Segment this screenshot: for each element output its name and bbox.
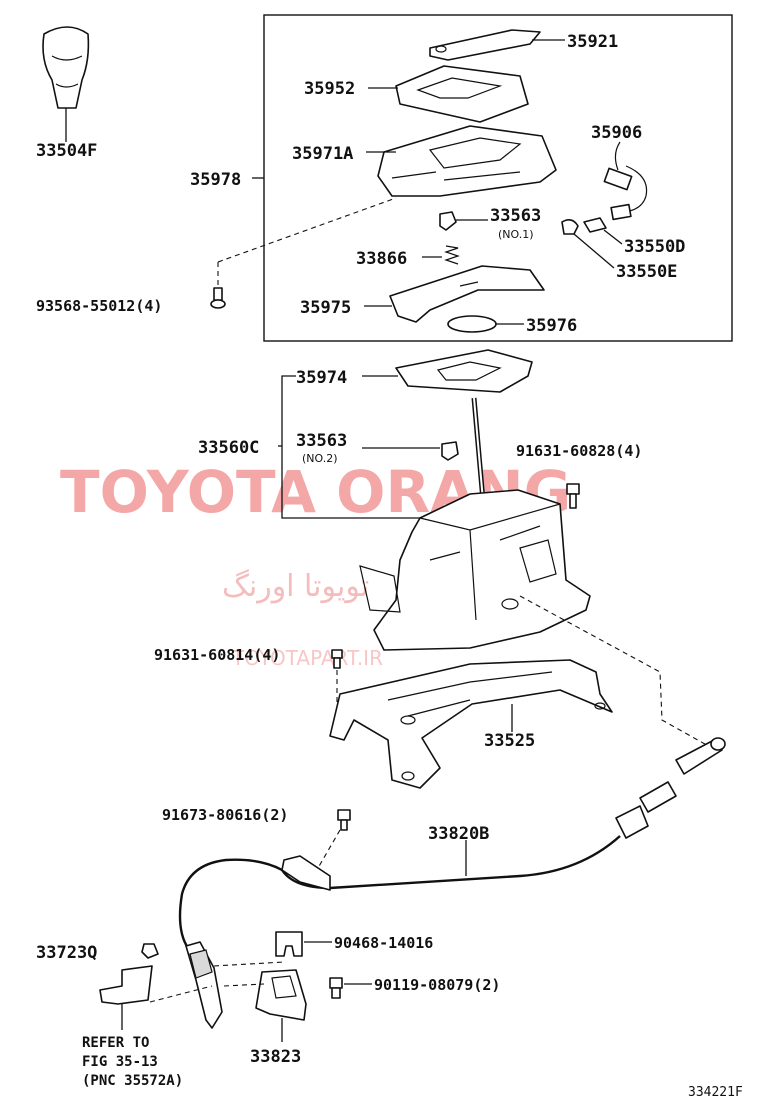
clip-90468-14016 — [213, 931, 332, 967]
label-33550D: 33550D — [624, 237, 685, 257]
label-33723Q: 33723Q — [36, 943, 97, 963]
label-33504F: 33504F — [36, 141, 97, 161]
label-35971A: 35971A — [292, 144, 353, 164]
pin-33563-no2 — [362, 441, 459, 461]
bulb-33550D — [583, 217, 623, 245]
cover-35975 — [364, 265, 545, 323]
spring-33866 — [422, 245, 460, 265]
indicator-housing-35971A — [366, 125, 557, 197]
label-33563-no2-sub: (NO.2) — [302, 452, 338, 465]
label-33820B: 33820B — [428, 824, 489, 844]
pad-35976 — [447, 315, 524, 333]
screw-93568 — [210, 197, 397, 309]
label-35974: 35974 — [296, 368, 347, 388]
bracket-33823 — [223, 969, 307, 1042]
label-93568: 93568-55012(4) — [36, 297, 162, 315]
bracket-33560C — [278, 375, 420, 519]
figure-code: 334221F — [688, 1085, 743, 1100]
refer-line1: REFER TO — [82, 1035, 149, 1051]
label-90119-08079: 90119-08079(2) — [374, 976, 500, 994]
reference-bracket — [99, 965, 213, 1030]
label-33525: 33525 — [484, 731, 535, 751]
shift-lever-housing — [359, 489, 591, 651]
indicator-cover-35921 — [429, 29, 565, 61]
control-cable-33820B — [178, 737, 726, 1029]
bulb-socket-33550E — [561, 218, 615, 269]
label-90468-14016: 90468-14016 — [334, 934, 433, 952]
bolt-91631-60814 — [331, 649, 343, 720]
label-35952: 35952 — [304, 79, 355, 99]
shift-knob — [42, 26, 90, 142]
cable-mount-bracket — [281, 855, 331, 891]
refer-line2: FIG 35-13 — [82, 1054, 158, 1070]
label-91673-80616: 91673-80616(2) — [162, 806, 288, 824]
label-35906: 35906 — [591, 123, 642, 143]
bolt-91673-80616 — [317, 809, 351, 869]
plate-35974 — [362, 349, 533, 393]
base-bracket-33525 — [329, 659, 613, 789]
label-35921: 35921 — [567, 32, 618, 52]
refer-line3: (PNC 35572A) — [82, 1073, 183, 1089]
watermark-url: TOYOTAPART.IR — [231, 646, 383, 670]
label-33560C: 33560C — [198, 438, 259, 458]
label-91631-60828: 91631-60828(4) — [516, 442, 642, 460]
wire-harness-35906 — [603, 141, 648, 221]
bolt-90119-08079 — [329, 977, 372, 999]
label-33550E: 33550E — [616, 262, 677, 282]
nut-33723Q — [141, 943, 159, 959]
label-35978: 35978 — [190, 170, 241, 190]
label-33866: 33866 — [356, 249, 407, 269]
label-33563-no1-sub: (NO.1) — [498, 228, 534, 241]
label-33823: 33823 — [250, 1047, 301, 1067]
watermark-persian: تویوتا اورنگ — [222, 569, 369, 604]
indicator-plate-35952 — [368, 65, 529, 123]
pin-33563-no1 — [439, 211, 488, 231]
label-33563-no1: 33563 — [490, 206, 541, 226]
cable-guide-dashed — [519, 595, 713, 749]
bolt-91631-60828 — [566, 483, 580, 509]
label-35976: 35976 — [526, 316, 577, 336]
label-35975: 35975 — [300, 298, 351, 318]
label-33563-no2: 33563 — [296, 431, 347, 451]
label-91631-60814: 91631-60814(4) — [154, 646, 280, 664]
